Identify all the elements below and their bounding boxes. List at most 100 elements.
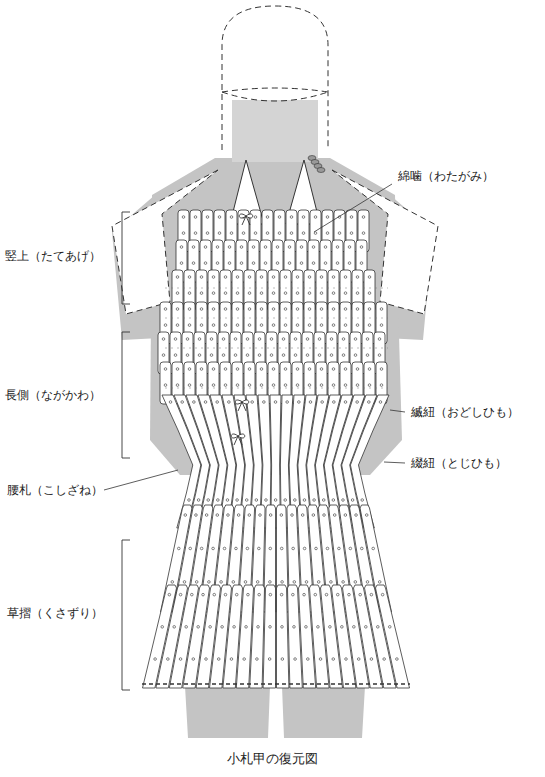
plate-hole	[305, 581, 308, 584]
plate-hole	[162, 338, 165, 341]
plate-hole	[302, 216, 305, 219]
plate-hole	[372, 547, 375, 550]
plate-hole	[198, 354, 201, 357]
plate-hole	[294, 499, 297, 502]
plate-hole	[234, 354, 237, 357]
plate-hole	[233, 626, 236, 629]
plate-hole	[280, 593, 283, 596]
plate-hole	[303, 593, 306, 596]
plate-hole	[248, 308, 251, 311]
plate-hole	[226, 499, 229, 502]
plate-hole	[312, 262, 315, 265]
plate-hole	[315, 547, 318, 550]
plate-hole	[193, 401, 196, 404]
plate-hole	[360, 262, 363, 265]
plate-hole	[325, 593, 328, 596]
plate-hole	[396, 658, 399, 661]
plate-hole	[189, 547, 192, 550]
plate-hole	[336, 246, 339, 249]
plate-hole	[269, 514, 272, 517]
plate-hole	[260, 324, 263, 327]
bow-tails	[238, 402, 246, 411]
plate-hole	[171, 581, 174, 584]
plate-hole	[272, 384, 275, 387]
plate-hole	[182, 232, 185, 235]
plate-hole	[361, 499, 364, 502]
part-label: 綿噛（わたがみ）	[397, 168, 495, 184]
plate-hole	[246, 338, 249, 341]
plate-hole	[320, 368, 323, 371]
plate-hole	[251, 401, 254, 404]
plate-hole	[296, 292, 299, 295]
plate-hole	[350, 216, 353, 219]
plate-hole	[381, 593, 384, 596]
plate-hole	[176, 324, 179, 327]
legs	[185, 686, 365, 738]
plate-hole	[356, 308, 359, 311]
plate-hole	[206, 216, 209, 219]
plate-hole	[224, 276, 227, 279]
plate-hole	[188, 292, 191, 295]
plate-hole	[368, 368, 371, 371]
plate-hole	[320, 276, 323, 279]
shoulder-right	[332, 170, 438, 314]
plate-hole	[272, 368, 275, 371]
plate-hole	[378, 338, 381, 341]
plate-hole	[263, 401, 266, 404]
plate-hole	[326, 216, 329, 219]
plate-hole	[320, 384, 323, 387]
plate-hole	[314, 232, 317, 235]
plate-hole	[200, 308, 203, 311]
plate-hole	[344, 308, 347, 311]
plate-hole	[254, 232, 257, 235]
plate-hole	[260, 308, 263, 311]
plate-hole	[272, 276, 275, 279]
plate-hole	[236, 276, 239, 279]
plate-hole	[344, 384, 347, 387]
plate-hole	[302, 232, 305, 235]
plate-hole	[286, 401, 289, 404]
plate-hole	[217, 658, 220, 661]
plate-hole	[318, 354, 321, 357]
plate-hole	[288, 246, 291, 249]
plate-hole	[216, 262, 219, 265]
plate-hole	[348, 593, 351, 596]
plate-hole	[212, 547, 215, 550]
figure-caption: 小札甲の復元図	[0, 750, 545, 768]
plate-hole	[284, 499, 287, 502]
plate-hole	[268, 658, 271, 661]
plate-hole	[318, 338, 321, 341]
plate-hole	[344, 292, 347, 295]
plate-hole	[383, 658, 386, 661]
plate-hole	[236, 292, 239, 295]
plate-hole	[270, 338, 273, 341]
plate-hole	[168, 593, 171, 596]
plate-hole	[210, 338, 213, 341]
plate-hole	[356, 368, 359, 371]
plate-hole	[356, 292, 359, 295]
plate-hole	[359, 593, 362, 596]
plate-hole	[365, 514, 368, 517]
plate-hole	[366, 581, 369, 584]
plate-hole	[224, 308, 227, 311]
plate-hole	[195, 581, 198, 584]
plate-hole	[204, 401, 207, 404]
part-label: 縅紐（おどしひも）	[410, 404, 520, 420]
plate-hole	[194, 232, 197, 235]
part-label: 長側（ながかわ）	[4, 387, 102, 403]
plate-hole	[256, 581, 259, 584]
lamellar-plates	[142, 210, 410, 688]
plate-hole	[344, 368, 347, 371]
plate-hole	[188, 499, 191, 502]
plate-hole	[197, 626, 200, 629]
plate-hole	[300, 262, 303, 265]
plate-hole	[356, 384, 359, 387]
plate-hole	[360, 246, 363, 249]
plate-hole	[349, 547, 352, 550]
plate-hole	[224, 384, 227, 387]
plate-hole	[324, 262, 327, 265]
plate-hole	[308, 368, 311, 371]
plate-hole	[154, 658, 157, 661]
plate-hole	[354, 338, 357, 341]
